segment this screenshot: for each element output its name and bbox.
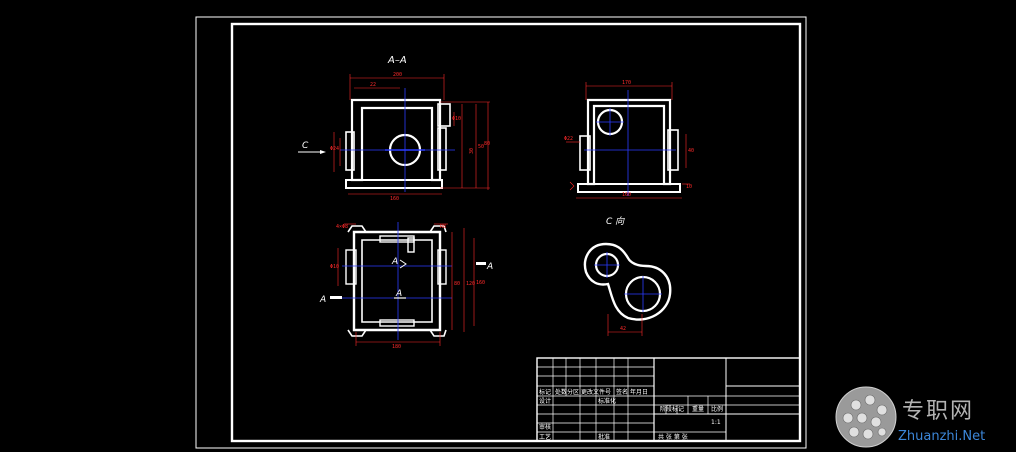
tb-approve: 批准 bbox=[598, 433, 610, 441]
svg-text:50: 50 bbox=[478, 144, 484, 150]
tb-stage-mark: 阶段标记 bbox=[660, 405, 684, 413]
tb-header-change-doc: 更改文件号 bbox=[581, 388, 611, 396]
tb-standardization: 标准化 bbox=[598, 397, 616, 405]
svg-text:22: 22 bbox=[370, 82, 376, 88]
section-a-a-view: A–A 200 22 160 30 5 bbox=[298, 55, 490, 202]
plan-view: 180 80 120 160 Φ10 4×Φ8 R8 A A A A bbox=[319, 222, 493, 350]
svg-text:Φ24: Φ24 bbox=[330, 146, 339, 152]
inner-sheet-border bbox=[230, 22, 802, 443]
arrow-c-label: C bbox=[302, 141, 309, 151]
tb-header-date: 年月日 bbox=[630, 388, 648, 396]
tb-check: 审核 bbox=[539, 423, 551, 431]
svg-text:180: 180 bbox=[392, 344, 401, 350]
tb-header-count: 处数 bbox=[555, 388, 567, 396]
tb-weight: 重量 bbox=[692, 405, 704, 413]
svg-text:R8: R8 bbox=[440, 224, 446, 230]
watermark-cn-text: 专职网 bbox=[902, 399, 974, 424]
svg-text:80: 80 bbox=[484, 141, 490, 147]
title-block bbox=[536, 357, 801, 442]
tb-design: 设计 bbox=[539, 397, 551, 405]
tb-sheets: 共 张 第 张 bbox=[658, 433, 688, 441]
view-c: C 向 42 bbox=[583, 216, 672, 336]
svg-text:160: 160 bbox=[390, 196, 399, 202]
tb-header-zone: 分区 bbox=[567, 388, 579, 396]
svg-text:Φ10: Φ10 bbox=[330, 264, 339, 270]
svg-text:80: 80 bbox=[454, 281, 460, 287]
watermark-en-text: Zhuanzhi.Net bbox=[898, 429, 985, 444]
svg-text:200: 200 bbox=[393, 72, 402, 78]
svg-text:10: 10 bbox=[686, 184, 692, 190]
svg-text:Φ10: Φ10 bbox=[452, 116, 461, 122]
svg-text:160: 160 bbox=[476, 280, 485, 286]
svg-text:170: 170 bbox=[622, 80, 631, 86]
view-c-label: C 向 bbox=[606, 216, 625, 227]
svg-text:40: 40 bbox=[688, 148, 694, 154]
outer-sheet-border bbox=[195, 16, 807, 449]
svg-text:Φ22: Φ22 bbox=[564, 136, 573, 142]
arrow-a-left-label: A bbox=[319, 295, 326, 305]
tb-scale-value: 1:1 bbox=[711, 419, 721, 426]
title-block-text: 标记 处数 分区 更改文件号 签名 年月日 设计 标准化 审核 工艺 批准 阶段… bbox=[539, 388, 723, 441]
tb-scale-label: 比例 bbox=[711, 405, 723, 413]
svg-text:42: 42 bbox=[620, 326, 626, 332]
tb-header-mark: 标记 bbox=[539, 388, 551, 396]
arrow-a-right-label: A bbox=[486, 262, 493, 272]
watermark-logo bbox=[835, 386, 897, 448]
section-a-a-label: A–A bbox=[387, 55, 407, 66]
tb-process: 工艺 bbox=[539, 433, 551, 441]
tb-header-signature: 签名 bbox=[616, 388, 628, 396]
svg-text:160: 160 bbox=[622, 192, 631, 198]
svg-text:30: 30 bbox=[469, 148, 475, 154]
section-mark-bottom: A bbox=[395, 289, 402, 299]
svg-text:120: 120 bbox=[466, 281, 475, 287]
svg-text:4×Φ8: 4×Φ8 bbox=[336, 224, 348, 230]
section-mark-top: A bbox=[391, 257, 398, 267]
side-view: 170 160 Φ22 40 10 bbox=[564, 80, 694, 199]
